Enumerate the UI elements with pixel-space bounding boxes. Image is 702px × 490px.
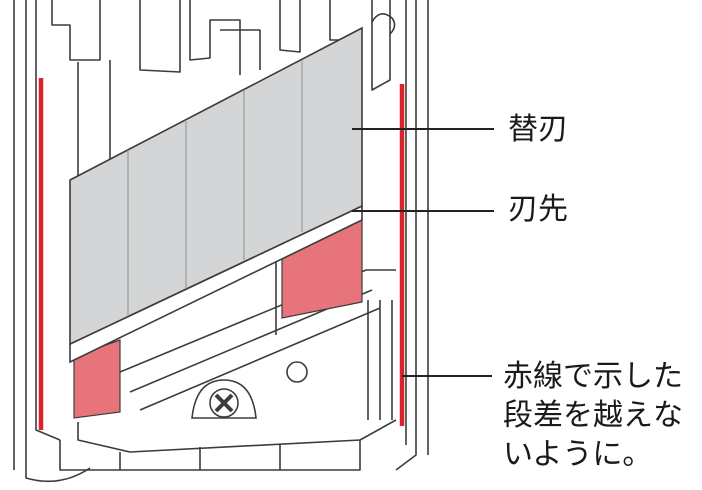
inner-frame-right bbox=[371, 0, 407, 445]
slider-rail bbox=[367, 300, 393, 420]
blade-edge-label: 刃先 bbox=[508, 192, 568, 227]
screw-cross bbox=[214, 393, 234, 413]
note-line-3: いように。 bbox=[503, 437, 653, 472]
lower-housing bbox=[59, 419, 397, 471]
inner-frame-left bbox=[35, 0, 101, 441]
red-line-note: 赤線で示した 段差を越えな いように。 bbox=[503, 357, 683, 474]
top-mechanism bbox=[77, 0, 356, 200]
spare-blade bbox=[69, 26, 363, 346]
body-outline-right bbox=[395, 0, 429, 471]
round-hole bbox=[286, 361, 308, 383]
note-line-2: 段差を越えな bbox=[503, 398, 683, 433]
spare-blade-label: 替刃 bbox=[508, 112, 568, 147]
note-line-1: 赤線で示した bbox=[503, 359, 683, 394]
top-hook bbox=[371, 13, 396, 35]
body-outline-left bbox=[13, 0, 91, 483]
